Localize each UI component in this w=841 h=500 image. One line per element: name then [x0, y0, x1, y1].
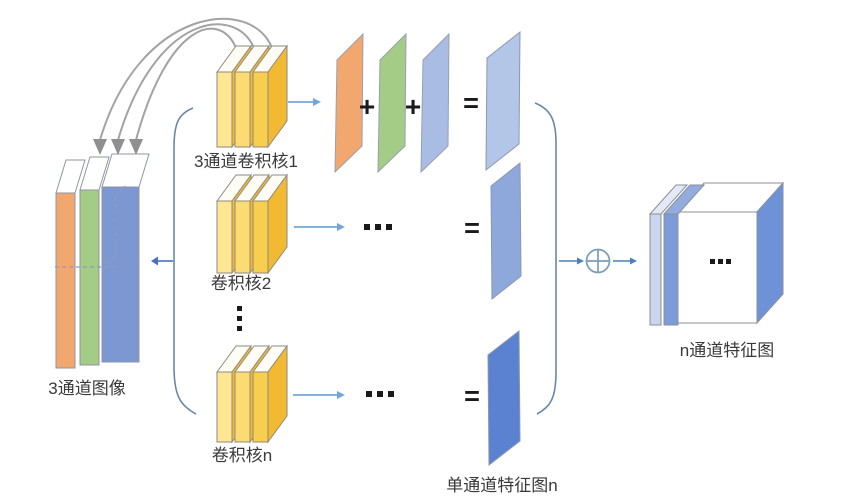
equals-operator: = — [463, 88, 479, 118]
cube-ellipsis — [710, 259, 731, 264]
arc-outer — [99, 17, 273, 141]
right-brace — [534, 102, 557, 415]
kernel-group-2-label: 卷积核2 — [211, 274, 271, 293]
rown-ellipsis — [366, 391, 394, 397]
plus-operator: + — [405, 91, 421, 122]
feature-map-1 — [485, 30, 521, 172]
right-arrowhead-icon — [577, 257, 584, 265]
dot — [366, 391, 372, 397]
left-arrowhead-icon — [151, 256, 158, 266]
single-channel-feature-maps — [485, 30, 522, 467]
blue-result-plate — [420, 32, 450, 174]
dot — [386, 224, 392, 230]
input-image-label: 3通道图像 — [48, 379, 125, 398]
right-arrowhead-icon — [337, 391, 345, 399]
kernel-slab-front — [234, 200, 251, 274]
kernel-slab-front — [216, 200, 233, 274]
equals-operator: = — [464, 213, 480, 243]
dot — [364, 224, 370, 230]
cube-slice-front — [649, 213, 662, 326]
kernel-slab-front — [216, 371, 233, 443]
cube-front-face — [677, 211, 758, 324]
right-arrowhead-icon — [337, 223, 345, 231]
kernel-slab-front — [252, 371, 269, 443]
feature-map-2 — [490, 161, 522, 301]
kernel-slab-front — [252, 71, 269, 148]
dot — [375, 224, 381, 230]
kernel-slab-front — [252, 200, 269, 274]
dot — [388, 391, 394, 397]
row2-ellipsis — [364, 224, 392, 230]
down-arrowhead-icon — [93, 139, 107, 155]
n-channel-feature-cube — [648, 181, 785, 326]
feature-map-n — [487, 329, 521, 467]
green-result-plate — [377, 32, 407, 174]
dot — [237, 326, 242, 331]
dot — [377, 391, 383, 397]
row-arrows — [288, 98, 345, 399]
circled-plus-icon — [585, 248, 611, 274]
vertical-ellipsis — [237, 306, 242, 331]
right-arrowhead-icon — [630, 257, 637, 265]
kernel-group-n-label: 卷积核n — [212, 446, 272, 465]
kernel-slab-front — [216, 71, 233, 148]
hidden-edge-dashes — [55, 185, 126, 269]
dot — [710, 259, 715, 264]
kernel-slab-front — [234, 71, 251, 148]
row1-channel-plates — [334, 32, 450, 174]
plus-operator: + — [359, 91, 375, 122]
sum-flow — [559, 248, 637, 274]
input-image-stack — [55, 153, 150, 369]
dot — [726, 259, 731, 264]
equals-operator: = — [464, 381, 480, 411]
single-channel-feature-map-label: 单通道特征图n — [446, 476, 557, 495]
orange-result-plate — [334, 32, 364, 174]
brace-to-image-arrow — [151, 256, 173, 266]
kernel-group-n — [216, 344, 288, 444]
kernel-group-1 — [216, 44, 288, 149]
arc-inner — [135, 27, 237, 141]
dot — [718, 259, 723, 264]
right-arrowhead-icon — [313, 98, 321, 106]
dashed-corner — [114, 185, 126, 198]
dashed-corner — [103, 255, 116, 269]
green-channel-slab — [79, 189, 100, 366]
cube-slice-front — [663, 213, 679, 326]
blue-slab-top — [101, 153, 150, 188]
down-arrowhead-icon — [111, 139, 125, 155]
blue-channel-slab — [101, 186, 140, 363]
n-channel-feature-map-label: n通道特征图 — [680, 341, 774, 360]
left-brace — [173, 107, 197, 415]
kernel-to-image-arcs — [99, 17, 273, 141]
dot — [237, 316, 242, 321]
arc-arrowheads — [93, 139, 143, 155]
down-arrowhead-icon — [129, 139, 143, 155]
kernel-group-1-label: 3通道卷积核1 — [194, 152, 298, 171]
orange-channel-slab — [55, 192, 76, 369]
arc-middle — [117, 23, 255, 141]
kernel-group-2 — [216, 173, 288, 275]
dot — [237, 306, 242, 311]
kernel-slab-front — [234, 371, 251, 443]
